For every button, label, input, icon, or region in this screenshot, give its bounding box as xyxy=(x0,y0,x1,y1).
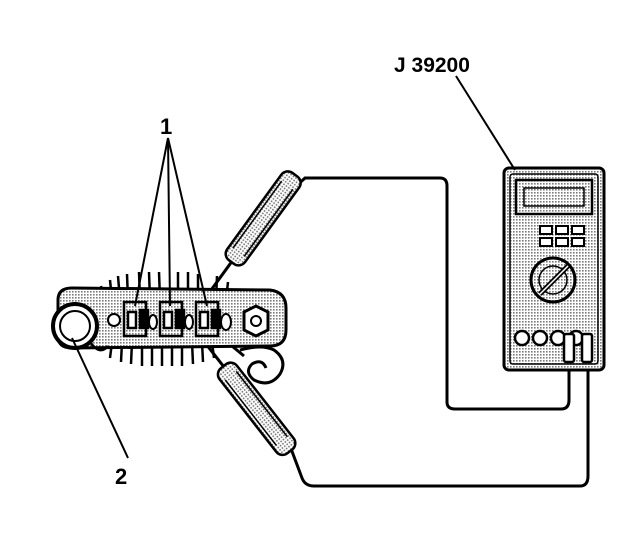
lower-lead-wire xyxy=(288,362,590,488)
meter-display xyxy=(514,178,594,216)
tool-leader xyxy=(455,75,516,171)
curled-connector xyxy=(239,345,285,385)
upper-lead-plug xyxy=(562,332,576,364)
callout-2: 2 xyxy=(115,464,127,489)
upper-lead-wire xyxy=(290,176,571,411)
leader-1-b xyxy=(167,137,171,307)
digital-multimeter xyxy=(502,166,606,372)
lower-test-probe xyxy=(198,335,297,457)
rotary-selector-dial xyxy=(529,256,577,304)
leader-2 xyxy=(71,337,129,459)
leader-1-a xyxy=(134,137,169,307)
leader-lines xyxy=(71,75,516,459)
output-stud xyxy=(242,304,270,338)
rectifier-bridge xyxy=(51,271,288,385)
test-lead-wires xyxy=(288,176,590,488)
diode-terminal-2 xyxy=(158,300,186,338)
upper-test-probe xyxy=(205,170,302,297)
meter-buttons xyxy=(539,225,585,247)
diode-terminal-3 xyxy=(194,300,222,338)
diode-terminal-1 xyxy=(122,300,150,338)
leader-1-c xyxy=(167,137,208,307)
tool-label: J 39200 xyxy=(394,54,470,77)
callout-1: 1 xyxy=(160,114,172,139)
lower-lead-plug xyxy=(580,332,594,364)
